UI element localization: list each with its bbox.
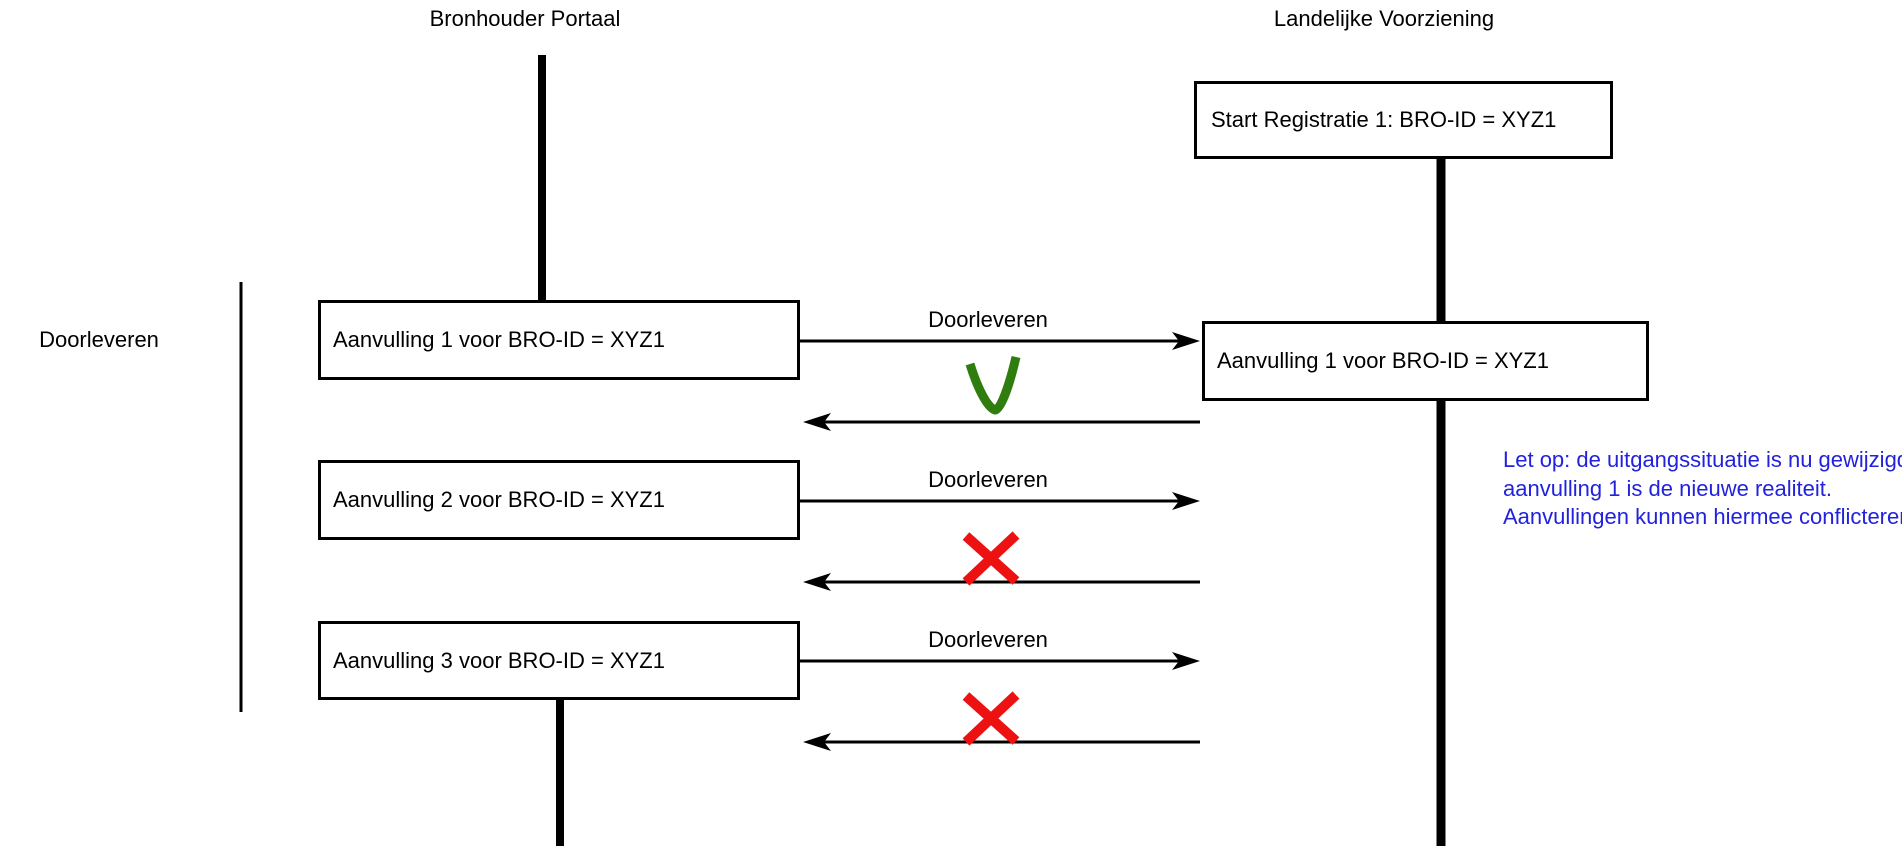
aanvulling-1-box: Aanvulling 1 voor BRO-ID = XYZ1 [318, 300, 800, 380]
doorleveren-arrow-label-3: Doorleveren [928, 627, 1048, 652]
aanvulling-2-box: Aanvulling 2 voor BRO-ID = XYZ1 [318, 460, 800, 540]
aanvulling-2-label: Aanvulling 2 voor BRO-ID = XYZ1 [333, 487, 665, 512]
actor-title-landelijke-voorziening: Landelijke Voorziening [1273, 6, 1495, 31]
start-registratie-box: Start Registratie 1: BRO-ID = XYZ1 [1194, 81, 1613, 159]
cross-icon [962, 691, 1020, 746]
aanvulling-3-label: Aanvulling 3 voor BRO-ID = XYZ1 [333, 647, 665, 673]
response-arrowhead-3 [803, 733, 831, 751]
doorleveren-arrow-label-1: Doorleveren [928, 307, 1048, 332]
doorleveren-arrowhead-1 [1172, 332, 1200, 350]
warning-note: Let op: de uitgangssituatie is nu gewijz… [1503, 447, 1902, 529]
cross-stroke [962, 531, 1020, 586]
lv-received-aanvulling-1-label: Aanvulling 1 voor BRO-ID = XYZ1 [1217, 348, 1549, 373]
doorleveren-arrowhead-2 [1172, 492, 1200, 510]
start-registratie-label: Start Registratie 1: BRO-ID = XYZ1 [1211, 107, 1557, 132]
checkmark-icon [965, 355, 1021, 415]
aanvulling-3-box: Aanvulling 3 voor BRO-ID = XYZ1 [318, 621, 800, 700]
doorleveren-arrow-label-2: Doorleveren [928, 467, 1048, 492]
response-arrowhead-1 [803, 413, 831, 431]
response-arrowhead-2 [803, 573, 831, 591]
aanvulling-1-label: Aanvulling 1 voor BRO-ID = XYZ1 [333, 327, 665, 352]
cross-stroke [962, 691, 1020, 746]
actor-title-bronhouder-portaal: Bronhouder Portaal [429, 6, 621, 31]
lv-received-aanvulling-1-box: Aanvulling 1 voor BRO-ID = XYZ1 [1202, 321, 1649, 401]
cross-icon [962, 531, 1020, 586]
doorleveren-arrowhead-3 [1172, 652, 1200, 670]
doorleveren-group-label: Doorleveren [39, 327, 159, 352]
